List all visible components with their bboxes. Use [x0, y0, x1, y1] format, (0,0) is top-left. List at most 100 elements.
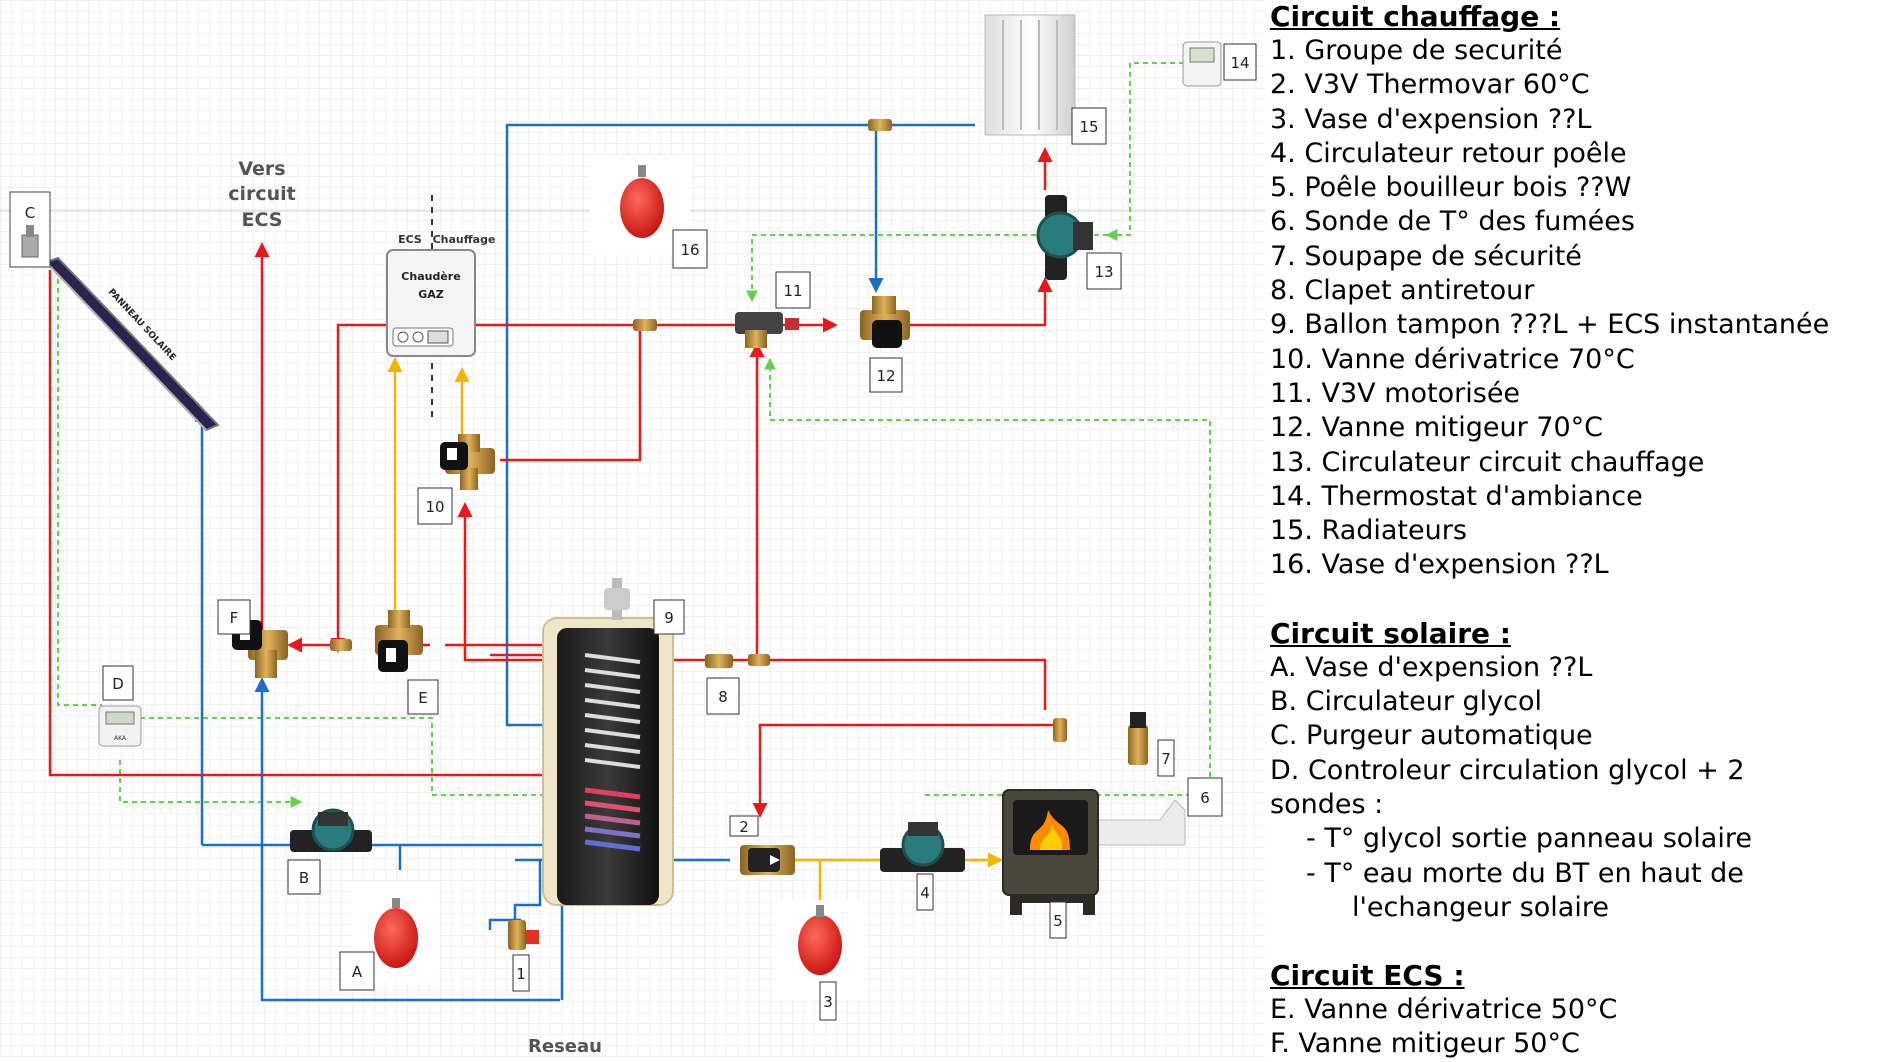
air-vent-c — [9, 191, 51, 268]
tag-f-box — [217, 599, 251, 635]
legend-item: 14. Thermostat d'ambiance — [1270, 480, 1643, 512]
circulator-4 — [880, 822, 965, 872]
legend-item: 11. V3V motorisée — [1270, 377, 1521, 409]
tag-16-box — [672, 229, 708, 269]
tag-f: F — [230, 609, 239, 627]
tag-b-box — [287, 859, 321, 895]
legend-item: 12. Vanne mitigeur 70°C — [1270, 412, 1604, 444]
tag-1: 1 — [516, 965, 526, 983]
radiator-15 — [984, 14, 1076, 136]
tag-10-box — [417, 487, 453, 525]
tag-7: 7 — [1161, 750, 1171, 768]
mixing-valve-12 — [860, 296, 910, 348]
legend-ecs-title: Circuit ECS : — [1270, 959, 1465, 993]
check-valve-fe — [330, 639, 352, 651]
yellow-lines — [387, 357, 1003, 900]
boiler-ecs-label: ECS — [398, 233, 422, 246]
tag-12-box — [869, 357, 903, 393]
legend-item: sondes : — [1270, 788, 1384, 820]
legend-item: 15. Radiateurs — [1270, 515, 1467, 547]
tag-5: 5 — [1053, 912, 1063, 930]
solar-controller-d: AKA — [98, 705, 142, 747]
legend-item: 3. Vase d'expension ??L — [1270, 103, 1592, 135]
pipe-fittings — [633, 119, 1067, 742]
legend-item: 10. Vanne dérivatrice 70°C — [1270, 343, 1635, 375]
legend-item: B. Circulateur glycol — [1270, 686, 1543, 718]
legend-item: 9. Ballon tampon ???L + ECS instantanée — [1270, 309, 1830, 341]
tag-15: 15 — [1079, 118, 1098, 136]
legend-subitem: - T° eau morte du BT en haut de — [1306, 857, 1744, 889]
diverter-valve-10 — [440, 434, 495, 490]
tag-15-box — [1071, 107, 1107, 145]
tag-3: 3 — [823, 993, 833, 1011]
tag-4: 4 — [920, 884, 930, 902]
legend-item: A. Vase d'expension ??L — [1270, 651, 1593, 683]
thermostat-14 — [1182, 41, 1222, 87]
legend-chauffage-list: 1. Groupe de securité 2. V3V Thermovar 6… — [1270, 34, 1890, 583]
boiler-chauffage-label: Chauffage — [433, 233, 496, 246]
tag-9-box — [653, 599, 685, 635]
legend-item: E. Vanne dérivatrice 50°C — [1270, 994, 1618, 1026]
circulator-13 — [1036, 195, 1093, 280]
tag-e-box — [407, 679, 439, 715]
tag-12: 12 — [876, 367, 895, 385]
controller-brand: AKA — [114, 735, 127, 742]
legend-item: 1. Groupe de securité — [1270, 35, 1563, 66]
legend-item: D. Controleur circulation glycol + 2 — [1270, 754, 1745, 786]
tag-3-box — [819, 981, 837, 1021]
legend-item: 5. Poêle bouilleur bois ??W — [1270, 172, 1632, 204]
tag-2: 2 — [739, 818, 749, 836]
legend-item: 7. Soupape de sécurité — [1270, 240, 1582, 272]
tag-6: 6 — [1200, 789, 1210, 807]
tag-5-box — [1049, 901, 1067, 939]
legend-ecs-list: E. Vanne dérivatrice 50°C F. Vanne mitig… — [1270, 993, 1890, 1062]
tag-14: 14 — [1230, 54, 1249, 72]
legend-gap — [1270, 583, 1890, 617]
legend-subitem: l'echangeur solaire — [1352, 891, 1609, 923]
tag-6-box — [1187, 777, 1223, 817]
tag-d: D — [112, 675, 124, 693]
tag-4-box — [916, 873, 934, 911]
legend-chauffage-title: Circuit chauffage : — [1270, 0, 1561, 33]
label-vers: Vers — [238, 158, 285, 180]
safety-group-1 — [508, 920, 539, 950]
motorised-valve-11 — [735, 312, 799, 348]
legend-item: 4. Circulateur retour poêle — [1270, 137, 1627, 169]
boiler-name2: GAZ — [418, 288, 444, 301]
label-ecs: ECS — [242, 209, 283, 231]
legend-item: F. Vanne mitigeur 50°C — [1270, 1028, 1580, 1060]
tank-coil-solar — [584, 787, 641, 852]
tag-16: 16 — [680, 241, 699, 259]
tank-coil-ecs — [584, 653, 641, 769]
circulator-b — [290, 808, 372, 852]
legend-gap — [1270, 925, 1890, 959]
check-valve-8 — [705, 654, 733, 668]
tag-8: 8 — [718, 688, 728, 706]
boiler-name1: Chaudère — [401, 270, 460, 283]
safety-valve-7 — [1128, 712, 1148, 765]
legend-panel: Circuit chauffage : 1. Groupe de securit… — [1270, 0, 1890, 1062]
tag-e: E — [418, 689, 427, 707]
tag-7-box — [1157, 739, 1175, 777]
legend-subitem: - T° glycol sortie panneau solaire — [1306, 823, 1752, 855]
tag-9: 9 — [664, 609, 674, 627]
label-reseau: Reseau — [528, 1036, 602, 1057]
legend-solaire-list: A. Vase d'expension ??L B. Circulateur g… — [1270, 651, 1890, 925]
tag-d-box — [102, 665, 134, 701]
wood-stove-5 — [1002, 789, 1186, 915]
legend-item: 16. Vase d'expension ??L — [1270, 549, 1609, 581]
thermovar-valve-2 — [740, 845, 795, 875]
gas-boiler — [386, 249, 476, 357]
legend-item: 2. V3V Thermovar 60°C — [1270, 69, 1590, 101]
legend-item: 13. Circulateur circuit chauffage — [1270, 446, 1705, 478]
expansion-vessel-a — [351, 882, 439, 982]
tag-14-box — [1223, 43, 1257, 81]
heating-schematic: Vers circuit ECS Reseau PANNEAU SOLAIRE … — [0, 0, 1265, 1057]
tag-1-box — [512, 954, 530, 992]
legend-item: 6. Sonde de T° des fumées — [1270, 206, 1635, 238]
tag-8-box — [706, 677, 740, 715]
tag-c: C — [25, 204, 35, 222]
tag-10: 10 — [425, 498, 444, 516]
diverter-valve-e — [375, 610, 423, 672]
legend-item: C. Purgeur automatique — [1270, 720, 1593, 752]
